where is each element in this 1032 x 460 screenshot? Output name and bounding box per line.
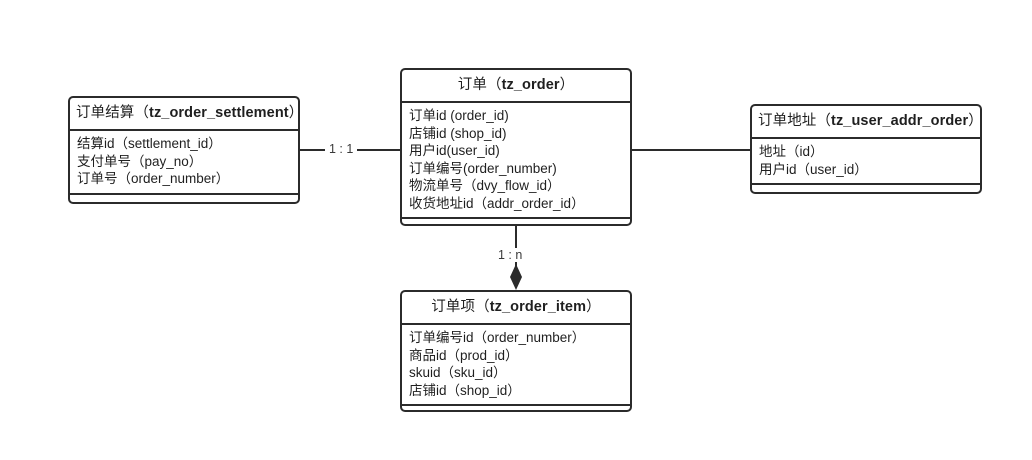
entity-title-order-settlement: 订单结算（tz_order_settlement） bbox=[70, 98, 303, 132]
entity-title-user-addr-order: 订单地址（tz_user_addr_order） bbox=[752, 106, 983, 140]
entity-title-paren-open-user-addr-order: （ bbox=[816, 113, 832, 129]
entity-title-text-order-settlement: 订单结算 bbox=[76, 105, 135, 121]
field-row: skuid（sku_id） bbox=[409, 365, 507, 381]
field-row: 店铺id（shop_id） bbox=[409, 382, 521, 398]
field-row: 用户id(user_id) bbox=[409, 143, 500, 159]
entity-table-name-order-item: tz_order_item bbox=[489, 299, 587, 315]
entity-order-settlement[interactable]: 订单结算（tz_order_settlement） 结算id（settlemen… bbox=[68, 96, 303, 204]
field-row: 地址（id） bbox=[759, 144, 824, 160]
connector-order-to-address bbox=[632, 149, 750, 151]
field-row: 订单id (order_id) bbox=[409, 108, 509, 124]
entity-order-item[interactable]: 订单项（tz_order_item） 订单编号id（order_number） … bbox=[400, 290, 632, 412]
entity-table-name-user-addr-order: tz_user_addr_order bbox=[831, 113, 969, 129]
entity-title-paren-close-order: ） bbox=[559, 77, 575, 93]
filled-diamond-icon bbox=[510, 264, 522, 290]
entity-fields-order-settlement: 结算id（settlement_id） 支付单号（pay_no） 订单号（ord… bbox=[70, 131, 298, 195]
entity-fields-order-item: 订单编号id（order_number） 商品id（prod_id） skuid… bbox=[402, 325, 630, 407]
entity-title-paren-close-order-item: ） bbox=[586, 299, 601, 315]
entity-user-addr-order[interactable]: 订单地址（tz_user_addr_order） 地址（id） 用户id（use… bbox=[750, 104, 983, 194]
field-row: 订单编号(order_number) bbox=[409, 160, 557, 176]
entity-title-text-order-item: 订单项 bbox=[431, 299, 476, 315]
field-row: 收货地址id（addr_order_id） bbox=[409, 195, 585, 211]
entity-title-paren-close-order-settlement: ） bbox=[288, 105, 304, 121]
entity-table-name-order-settlement: tz_order_settlement bbox=[149, 105, 289, 121]
entity-title-paren-close-user-addr-order: ） bbox=[968, 113, 983, 129]
field-row: 用户id（user_id） bbox=[759, 161, 868, 177]
entity-table-name-order: tz_order bbox=[501, 77, 560, 93]
cardinality-label-settlement-order: 1 : 1 bbox=[325, 142, 358, 156]
entity-fields-order: 订单id (order_id) 店铺id (shop_id) 用户id(user… bbox=[402, 103, 630, 220]
entity-title-paren-open-order-item: （ bbox=[475, 299, 490, 315]
entity-title-text-order: 订单 bbox=[457, 77, 487, 93]
entity-footer-order bbox=[402, 219, 630, 239]
field-row: 商品id（prod_id） bbox=[409, 347, 519, 363]
entity-fields-user-addr-order: 地址（id） 用户id（user_id） bbox=[752, 139, 980, 186]
entity-title-order-item: 订单项（tz_order_item） bbox=[402, 292, 630, 326]
field-row: 店铺id (shop_id) bbox=[409, 125, 507, 141]
entity-footer-order-item bbox=[402, 406, 630, 426]
field-row: 物流单号（dvy_flow_id） bbox=[409, 178, 561, 194]
field-row: 订单编号id（order_number） bbox=[409, 330, 586, 346]
entity-title-order: 订单（tz_order） bbox=[402, 70, 630, 104]
field-row: 订单号（order_number） bbox=[77, 171, 230, 187]
field-row: 支付单号（pay_no） bbox=[77, 153, 203, 169]
cardinality-label-order-order-item: 1 : n bbox=[494, 248, 527, 262]
entity-title-text-user-addr-order: 订单地址 bbox=[758, 113, 817, 129]
entity-order[interactable]: 订单（tz_order） 订单id (order_id) 店铺id (shop_… bbox=[400, 68, 632, 226]
entity-title-paren-open-order-settlement: （ bbox=[134, 105, 150, 121]
entity-title-paren-open-order: （ bbox=[486, 77, 502, 93]
entity-footer-order-settlement bbox=[70, 195, 298, 215]
entity-footer-user-addr-order bbox=[752, 185, 980, 205]
field-row: 结算id（settlement_id） bbox=[77, 136, 222, 152]
